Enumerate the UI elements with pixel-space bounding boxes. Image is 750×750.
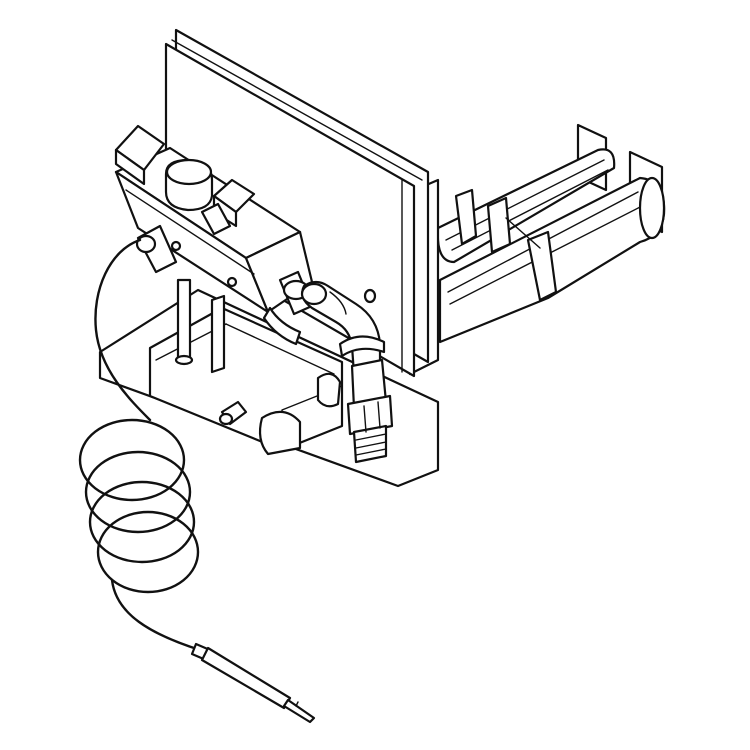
- tray-front-lip: [258, 410, 302, 456]
- coil-loop-4: [96, 510, 200, 594]
- tube-strap: [526, 230, 558, 302]
- elbow-fitting: [300, 280, 386, 376]
- tube-clamp-right: [486, 196, 512, 254]
- back-panel: [164, 28, 440, 440]
- capillary-tail: [110, 578, 202, 652]
- probe-tip: [282, 698, 316, 724]
- capillary-lead: [94, 238, 152, 422]
- probe-bulb: [200, 646, 292, 710]
- control-knob-top: [165, 158, 213, 186]
- burner-tubes: [436, 123, 666, 344]
- panel-mounting-hole: [363, 288, 377, 304]
- support-post: [176, 278, 192, 362]
- fitting-threads: [352, 424, 388, 464]
- temperature-probe: [190, 642, 316, 724]
- valve-bolt: [226, 276, 238, 288]
- threaded-inlet-fitting: [346, 358, 394, 464]
- capillary-coil: [78, 238, 202, 652]
- valve-bolt: [170, 240, 182, 252]
- gas-valve: [114, 124, 314, 346]
- tray-side-slot: [316, 372, 342, 408]
- tube-clamp-left: [454, 188, 478, 246]
- coil-loop-2: [84, 450, 192, 534]
- elbow-coupling: [338, 335, 386, 358]
- support-post-rear: [210, 294, 226, 374]
- fitting-hex-nut: [346, 394, 394, 436]
- burner-tube-end-cap: [638, 176, 666, 240]
- coil-loop-3: [88, 480, 196, 564]
- selector-switch: [200, 202, 232, 236]
- coil-loop-1: [78, 418, 186, 502]
- elbow-inlet-end: [300, 282, 328, 306]
